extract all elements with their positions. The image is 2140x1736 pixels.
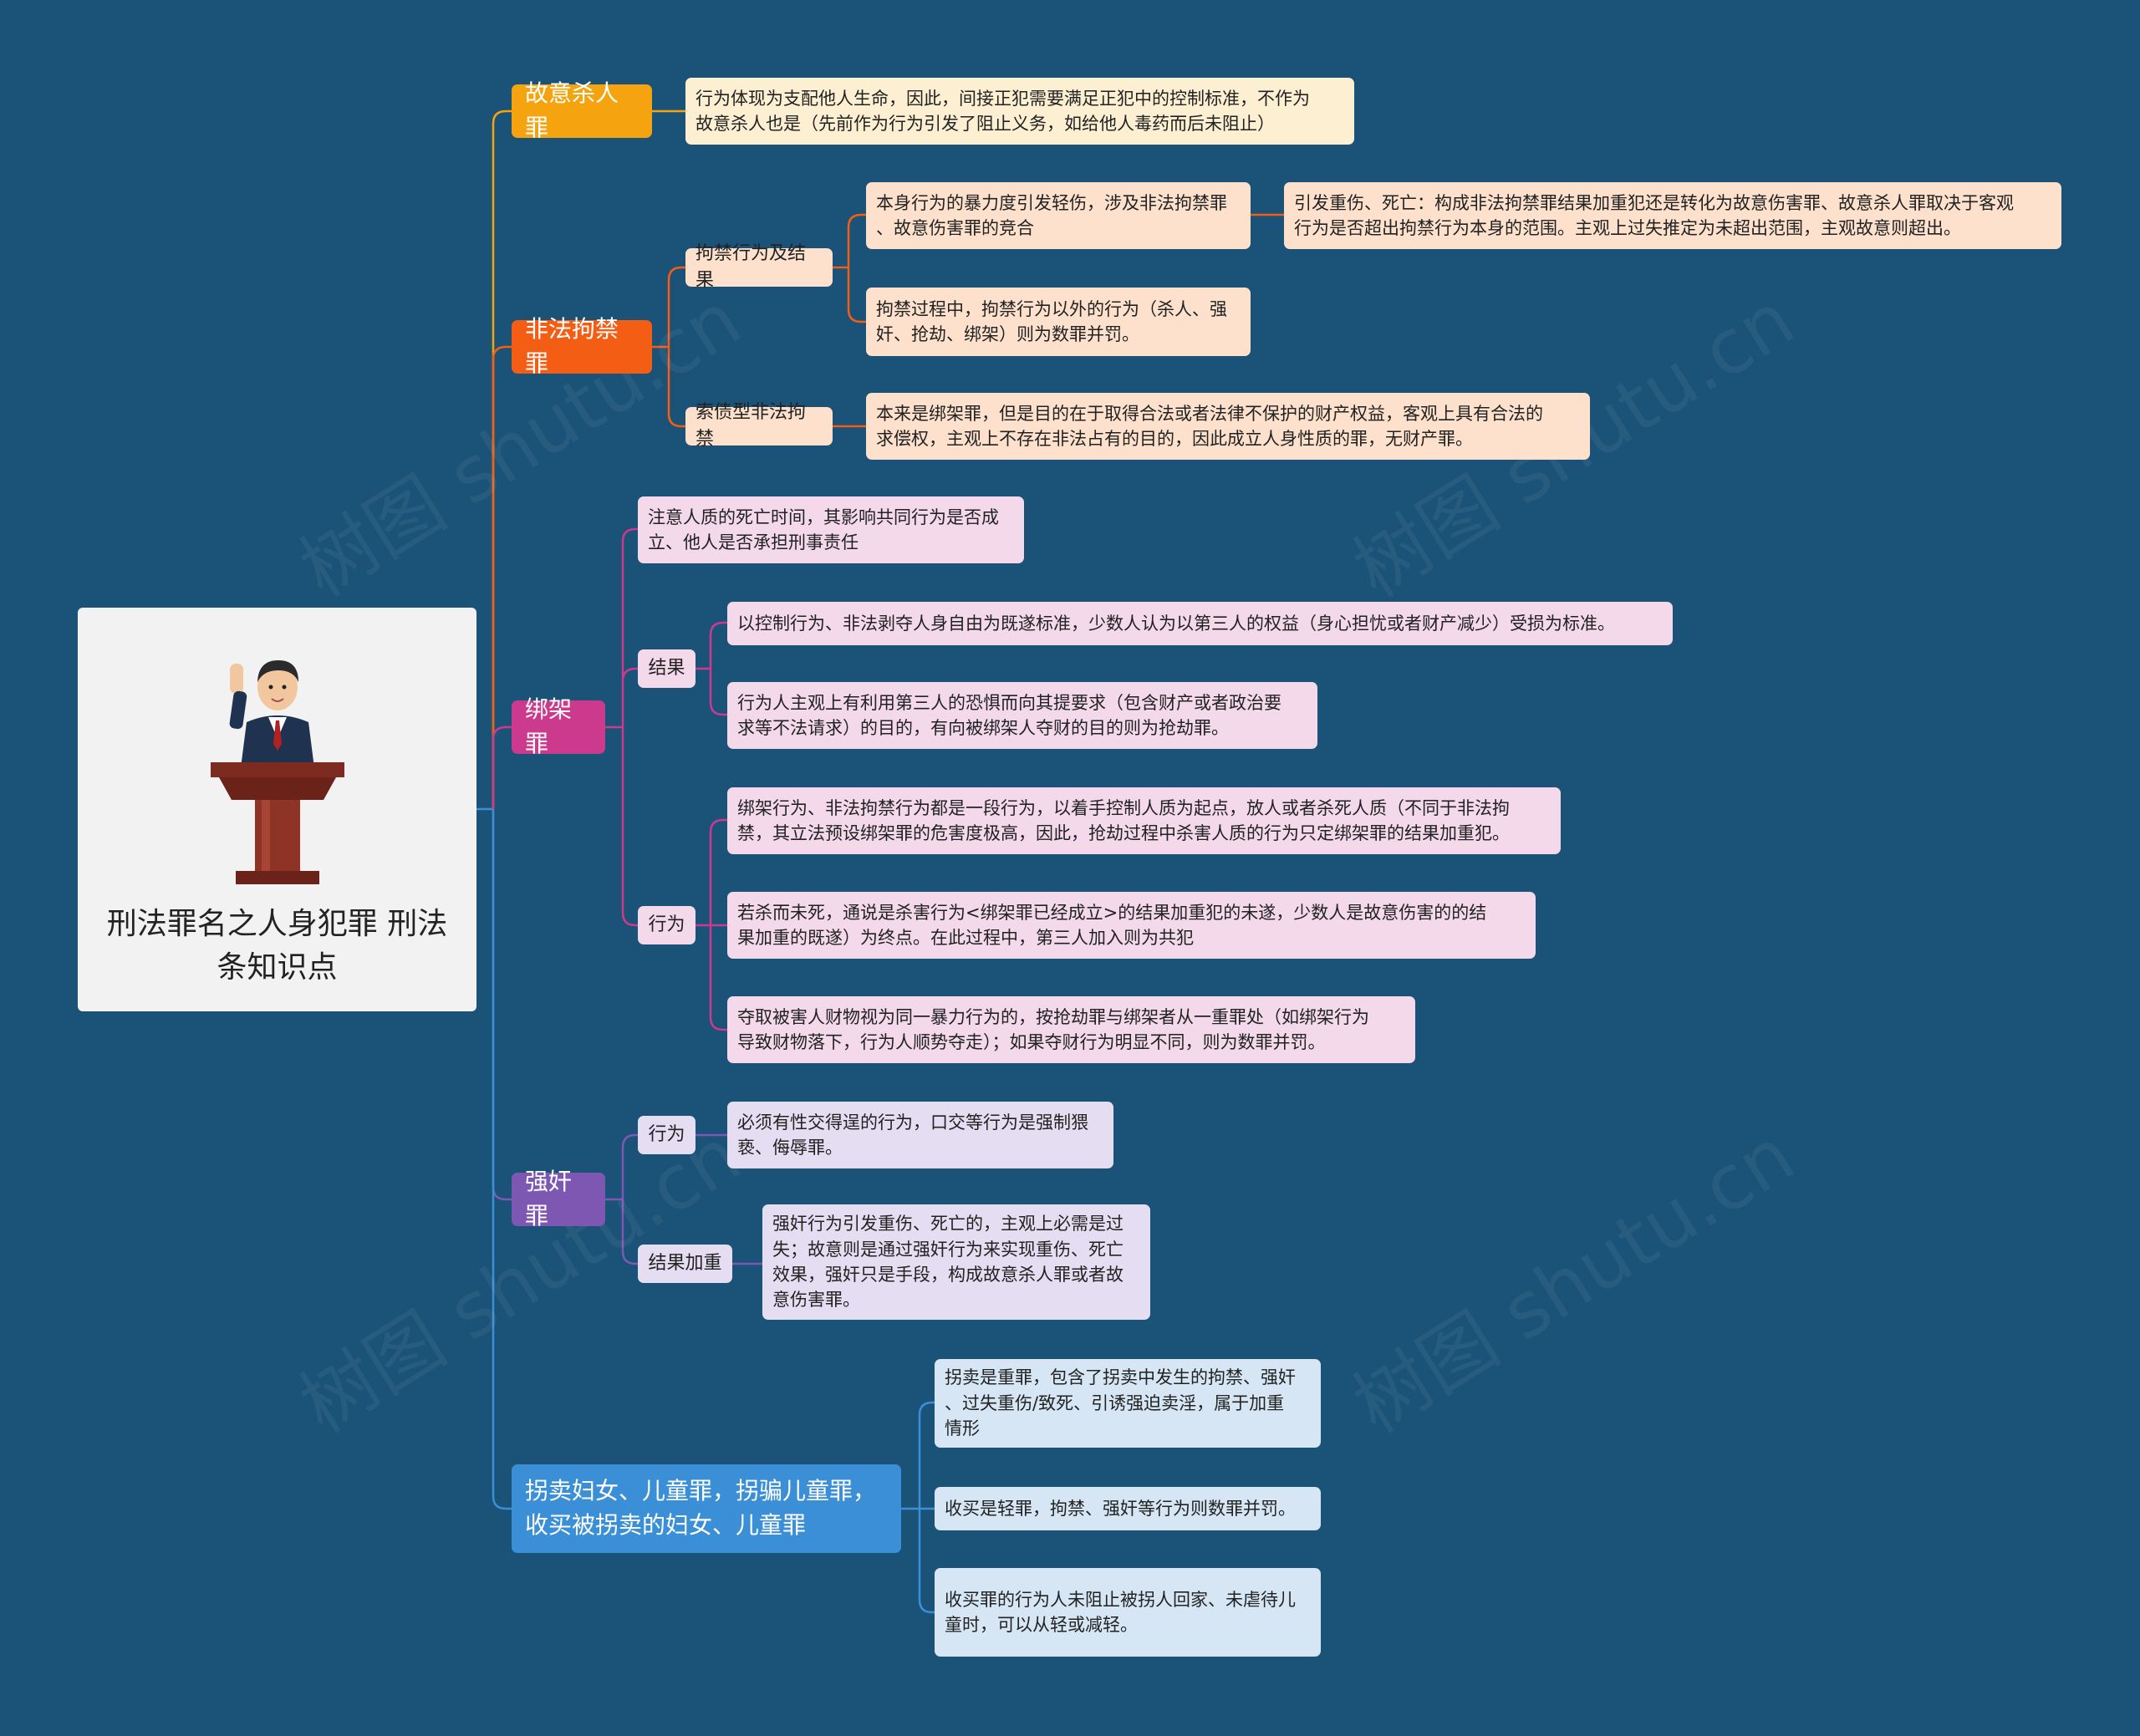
kidnap-result[interactable]: 结果 <box>638 649 696 688</box>
kidnap-continuous[interactable]: 绑架行为、非法拘禁行为都是一段行为，以着手控制人质为起点，放人或者杀死人质（不同… <box>727 787 1561 854</box>
speaker-podium-icon <box>210 660 344 884</box>
branch-rape[interactable]: 强奸罪 <box>512 1168 605 1229</box>
trafficking-minor[interactable]: 收买是轻罪，拘禁、强奸等行为则数罪并罚。 <box>935 1487 1321 1530</box>
rape-aggravated-note[interactable]: 强奸行为引发重伤、死亡的，主观上必需是过 失；故意则是通过强奸行为来实现重伤、死… <box>762 1204 1150 1320</box>
link-trafficking-leaves <box>901 1401 935 1614</box>
link-root-trafficking <box>492 809 512 1510</box>
link-act-leaves <box>696 818 727 1031</box>
kidnap-note[interactable]: 注意人质的死亡时间，其影响共同行为是否成 立、他人是否承担刑事责任 <box>638 496 1024 563</box>
kidnap-completion[interactable]: 以控制行为、非法剥夺人身自由为既遂标准，少数人认为以第三人的权益（身心担忧或者财… <box>727 602 1673 645</box>
detention-act-result[interactable]: 拘禁行为及结果 <box>685 243 833 291</box>
rape-act[interactable]: 行为 <box>638 1116 696 1154</box>
rape-act-note[interactable]: 必须有性交得逞的行为，口交等行为是强制猥 亵、侮辱罪。 <box>727 1102 1113 1168</box>
link-detention-sub <box>652 266 685 428</box>
branch-murder[interactable]: 故意杀人罪 <box>512 79 652 141</box>
detention-other-acts[interactable]: 拘禁过程中，拘禁行为以外的行为（杀人、强 奸、抢劫、绑架）则为数罪并罚。 <box>866 288 1251 356</box>
root-topic[interactable]: 刑法罪名之人身犯罪 刑法条知识点 <box>78 608 476 1011</box>
kidnap-attempt[interactable]: 若杀而未死，通说是杀害行为<绑架罪已经成立>的结果加重犯的未遂，少数人是故意伤害… <box>727 892 1536 959</box>
link-kidnap-sub <box>605 527 638 927</box>
kidnap-act[interactable]: 行为 <box>638 906 696 944</box>
kidnap-seize[interactable]: 夺取被害人财物视为同一暴力行为的，按抢劫罪与绑架者从一重罪处（如绑架行为 导致财… <box>727 996 1415 1063</box>
detention-debt[interactable]: 索债型非法拘禁 <box>685 402 833 450</box>
murder-note[interactable]: 行为体现为支配他人生命，因此，间接正犯需要满足正犯中的控制标准，不作为 故意杀人… <box>685 78 1354 145</box>
detention-minor-injury[interactable]: 本身行为的暴力度引发轻伤，涉及非法拘禁罪 、故意伤害罪的竞合 <box>866 182 1251 249</box>
trafficking-serious[interactable]: 拐卖是重罪，包含了拐卖中发生的拘禁、强奸 、过失重伤/致死、引诱强迫卖淫，属于加… <box>935 1359 1321 1448</box>
kidnap-robbery[interactable]: 行为人主观上有利用第三人的恐惧而向其提要求（包含财产或者政治要 求等不法请求）的… <box>727 682 1317 749</box>
link-result-leaves <box>696 621 727 716</box>
trafficking-mitigate[interactable]: 收买罪的行为人未阻止被拐人回家、未虐待儿 童时，可以从轻或减轻。 <box>935 1568 1321 1657</box>
branch-trafficking[interactable]: 拐卖妇女、儿童罪，拐骗儿童罪， 收买被拐卖的妇女、儿童罪 <box>512 1464 901 1553</box>
link-root-kidnap <box>492 725 512 809</box>
link-root-rape <box>492 809 512 1201</box>
detention-serious-result[interactable]: 引发重伤、死亡：构成非法拘禁罪结果加重犯还是转化为故意伤害罪、故意杀人罪取决于客… <box>1284 182 2061 249</box>
link-rape-sub <box>605 1133 638 1265</box>
root-title: 刑法罪名之人身犯罪 刑法条知识点 <box>106 907 448 985</box>
rape-aggravated[interactable]: 结果加重 <box>638 1245 732 1283</box>
detention-debt-note[interactable]: 本来是绑架罪，但是目的在于取得合法或者法律不保护的财产权益，客观上具有合法的 求… <box>866 393 1590 460</box>
branch-detention[interactable]: 非法拘禁罪 <box>512 315 652 377</box>
link-actresult-leaves <box>833 213 866 323</box>
link-root-detention <box>492 345 512 809</box>
link-root-murder <box>492 109 512 809</box>
branch-kidnap[interactable]: 绑架罪 <box>512 695 605 757</box>
